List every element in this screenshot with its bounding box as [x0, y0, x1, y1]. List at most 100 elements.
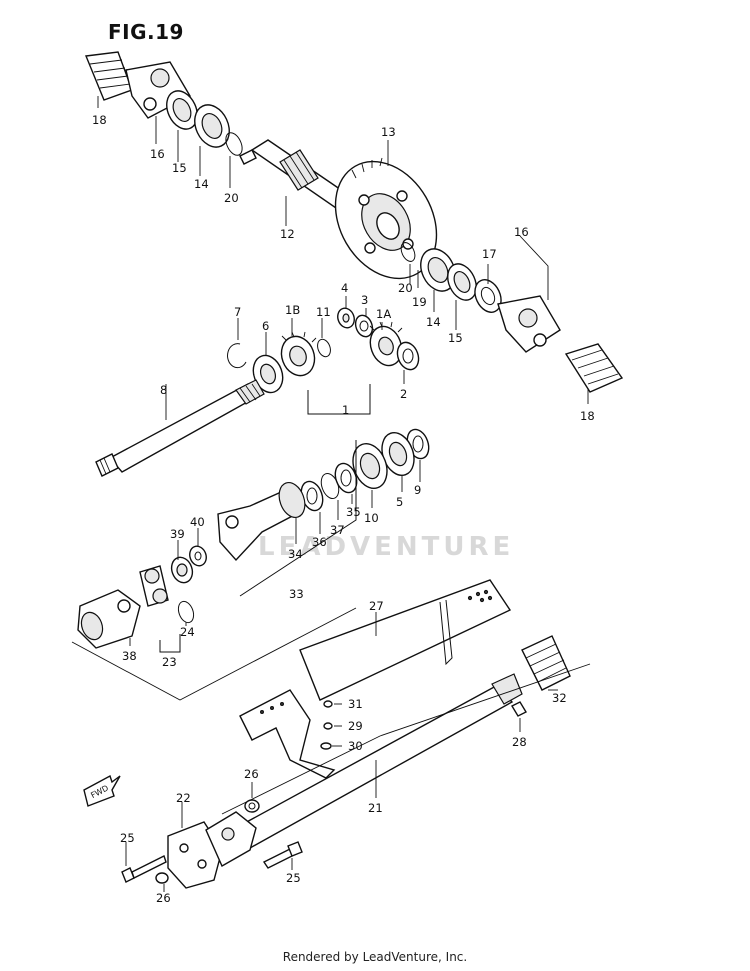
part-10-bearing[interactable] [347, 439, 393, 493]
part-3-washer[interactable] [353, 313, 376, 339]
callout-26-a: 26 [244, 767, 259, 781]
callout-labels: 18 16 15 14 20 12 13 16 17 20 19 14 15 1… [92, 113, 595, 905]
part-15-bearing-upper[interactable] [161, 86, 203, 134]
callout-29: 29 [348, 719, 363, 733]
callout-1: 1 [342, 403, 349, 417]
part-31-nut[interactable] [323, 700, 333, 708]
part-11-circlip[interactable] [315, 337, 332, 358]
part-8-drive-shaft[interactable] [95, 379, 265, 477]
outline-group5 [221, 663, 591, 815]
part-14-bearing-upper[interactable] [188, 99, 236, 152]
callout-15-b: 15 [448, 331, 463, 345]
callout-14-b: 14 [426, 315, 441, 329]
part-30-nut[interactable] [320, 742, 332, 750]
callout-21: 21 [368, 801, 383, 815]
part-32-boot[interactable] [521, 635, 571, 691]
callout-37: 37 [330, 523, 345, 537]
callout-14-a: 14 [194, 177, 209, 191]
callout-27: 27 [369, 599, 384, 613]
callout-31: 31 [348, 697, 363, 711]
part-24-circlip[interactable] [176, 599, 197, 624]
callout-25-b: 25 [286, 871, 301, 885]
callout-1B: 1B [285, 303, 300, 317]
callout-36: 36 [312, 535, 327, 549]
callout-40: 40 [190, 515, 205, 529]
part-17-seal-right[interactable] [470, 276, 506, 317]
callout-25-a: 25 [120, 831, 135, 845]
part-cover-bracket[interactable] [239, 689, 336, 779]
part-7-circlip[interactable] [227, 343, 247, 369]
part-34-companion-flange[interactable] [217, 479, 309, 562]
part-20-circlip-lower[interactable] [398, 240, 417, 263]
footer-credit: Rendered by LeadVenture, Inc. [282, 950, 468, 964]
callout-4: 4 [341, 281, 348, 295]
part-26-nut-lower[interactable] [155, 872, 169, 884]
part-23-spider[interactable] [139, 565, 169, 607]
callout-15-a: 15 [172, 161, 187, 175]
part-yoke-lower[interactable] [205, 811, 257, 867]
callout-18-b: 18 [580, 409, 595, 423]
callout-32: 32 [552, 691, 567, 705]
callout-13: 13 [381, 125, 396, 139]
callout-18-a: 18 [92, 113, 107, 127]
callout-11: 11 [316, 305, 331, 319]
callout-2: 2 [400, 387, 407, 401]
callout-19: 19 [412, 295, 427, 309]
part-13-ring-gear[interactable] [315, 143, 457, 296]
callout-38: 38 [122, 649, 137, 663]
callout-34: 34 [288, 547, 303, 561]
part-14-bearing-right[interactable] [414, 243, 462, 296]
callout-10: 10 [364, 511, 379, 525]
part-25-bolt-left[interactable] [121, 855, 167, 883]
bracket-23 [159, 634, 181, 653]
bracket-1 [307, 384, 371, 415]
callout-22: 22 [176, 791, 191, 805]
part-20-circlip-upper[interactable] [223, 130, 246, 158]
callout-17: 17 [482, 247, 497, 261]
part-1A-pinion-gear[interactable] [365, 321, 407, 370]
part-40-nut[interactable] [187, 544, 209, 568]
part-6-bearing[interactable] [248, 351, 287, 396]
part-12-shaft[interactable] [239, 139, 352, 209]
part-29-washer[interactable] [323, 722, 333, 730]
callout-12: 12 [280, 227, 295, 241]
outline-group4 [71, 607, 357, 701]
part-22-flange[interactable] [167, 821, 223, 889]
callout-1A: 1A [376, 307, 391, 321]
bracket-33 [239, 440, 357, 597]
part-28-bolt[interactable] [511, 701, 527, 717]
part-26-nut-upper[interactable] [244, 799, 260, 813]
callout-39: 39 [170, 527, 185, 541]
part-1B-gear[interactable] [276, 331, 320, 381]
callout-24: 24 [180, 625, 195, 639]
part-5-seal[interactable] [376, 428, 419, 480]
callout-30: 30 [348, 739, 363, 753]
part-37-oring[interactable] [318, 471, 342, 501]
part-4-nut[interactable] [335, 306, 357, 330]
figure-title: FIG.19 [108, 20, 184, 44]
callout-7: 7 [234, 305, 241, 319]
callout-9: 9 [414, 483, 421, 497]
callout-20-b: 20 [398, 281, 413, 295]
callout-6: 6 [262, 319, 269, 333]
part-21-propeller-shaft[interactable] [230, 673, 523, 849]
callout-5: 5 [396, 495, 403, 509]
callout-33: 33 [289, 587, 304, 601]
callout-3: 3 [361, 293, 368, 307]
callout-28: 28 [512, 735, 527, 749]
callout-26-b: 26 [156, 891, 171, 905]
callout-16-a: 16 [150, 147, 165, 161]
part-38-yoke[interactable] [77, 589, 141, 649]
part-2-shim[interactable] [394, 339, 422, 372]
part-18-boot-right[interactable] [564, 343, 624, 393]
callout-16-b: 16 [514, 225, 529, 239]
part-25-bolt-right[interactable] [262, 841, 303, 869]
part-18-boot-upper[interactable] [85, 51, 133, 101]
part-15-bearing-right[interactable] [442, 259, 482, 304]
callout-20-a: 20 [224, 191, 239, 205]
part-27-shaft-cover[interactable] [299, 579, 512, 701]
callout-8: 8 [160, 383, 167, 397]
callout-23: 23 [162, 655, 177, 669]
part-16-joint-yoke-right[interactable] [497, 295, 561, 353]
